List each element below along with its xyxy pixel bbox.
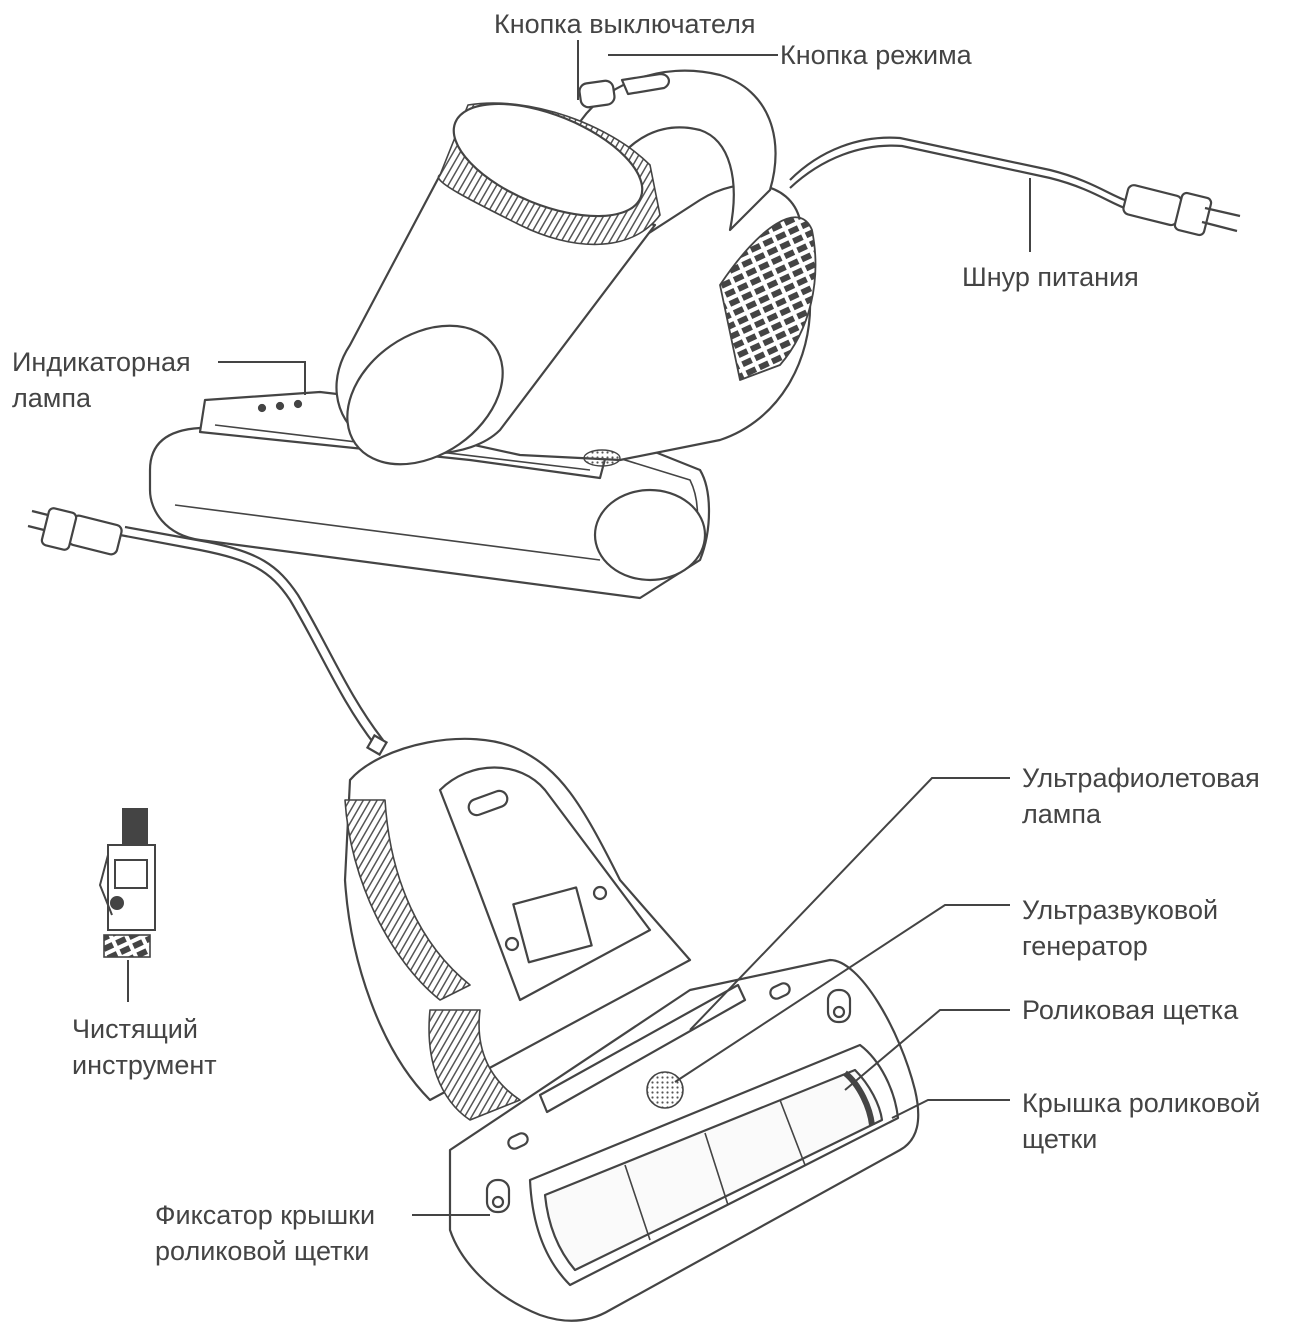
indicator-dot-2 bbox=[275, 401, 285, 411]
bottom-power-cord bbox=[27, 507, 389, 757]
top-power-cord bbox=[789, 136, 1241, 237]
label-uv-lamp-line2: лампа bbox=[1022, 799, 1101, 829]
label-cover-latch-line1: Фиксатор крышки bbox=[155, 1200, 376, 1230]
leader-roller-brush bbox=[844, 1009, 1010, 1091]
bottom-plug-head bbox=[40, 507, 78, 551]
top-plug-body bbox=[1122, 184, 1183, 227]
label-mode-button: Кнопка режима bbox=[780, 37, 972, 73]
indicator-dot-3 bbox=[293, 399, 303, 409]
leader-ultrasonic bbox=[674, 904, 1010, 1083]
label-cover-latch: Фиксатор крышки роликовой щетки bbox=[155, 1197, 375, 1269]
label-power-button: Кнопка выключателя bbox=[494, 6, 756, 42]
label-cleaning-tool-line2: инструмент bbox=[72, 1050, 217, 1080]
cleaning-tool-bristles-bottom bbox=[103, 934, 151, 958]
label-indicator-lamp-line2: лампа bbox=[12, 383, 91, 413]
label-cover-latch-line2: роликовой щетки bbox=[155, 1236, 370, 1266]
mode-button-shape bbox=[620, 72, 670, 96]
label-ultrasonic-line2: генератор bbox=[1022, 931, 1148, 961]
label-ultrasonic-line1: Ультразвуковой bbox=[1022, 895, 1219, 925]
ultrasonic-grille bbox=[646, 1071, 684, 1109]
label-indicator-lamp: Индикаторная лампа bbox=[12, 344, 191, 416]
cleaning-tool-bristles-top bbox=[122, 808, 148, 846]
leader-lines bbox=[127, 40, 1031, 1216]
uv-lamp-window bbox=[538, 983, 747, 1114]
label-indicator-lamp-line1: Индикаторная bbox=[12, 347, 191, 377]
leader-brush-cover bbox=[891, 1099, 1010, 1119]
label-roller-brush-text: Роликовая щетка bbox=[1022, 995, 1239, 1025]
bottom-mesh-band bbox=[344, 799, 471, 1001]
label-power-button-text: Кнопка выключателя bbox=[494, 9, 756, 39]
roller-brush bbox=[543, 1068, 884, 1272]
label-cleaning-tool-line1: Чистящий bbox=[72, 1014, 198, 1044]
top-dust-cup-bottom bbox=[346, 324, 504, 466]
top-vent-panel bbox=[719, 216, 817, 381]
label-roller-brush-cover: Крышка роликовой щетки bbox=[1022, 1085, 1260, 1157]
bottom-device bbox=[343, 737, 920, 1322]
label-power-cord-text: Шнур питания bbox=[962, 262, 1139, 292]
bottom-label-plate bbox=[512, 886, 593, 964]
label-ultrasonic-generator: Ультразвуковой генератор bbox=[1022, 892, 1218, 964]
label-brush-cover-line1: Крышка роликовой bbox=[1022, 1088, 1261, 1118]
cleaning-tool bbox=[98, 808, 156, 958]
top-filter-rim bbox=[452, 102, 644, 218]
label-uv-lamp: Ультрафиолетовая лампа bbox=[1022, 760, 1260, 832]
top-device bbox=[148, 69, 817, 600]
leader-indicator-lamp bbox=[218, 361, 306, 395]
top-plug-head bbox=[1173, 191, 1213, 237]
bottom-mesh-lower bbox=[428, 1009, 521, 1121]
top-head-end-cap bbox=[593, 488, 707, 582]
power-button-shape bbox=[578, 79, 616, 109]
label-brush-cover-line2: щетки bbox=[1022, 1124, 1098, 1154]
label-uv-lamp-line1: Ультрафиолетовая bbox=[1022, 763, 1260, 793]
bottom-handle-underside bbox=[438, 766, 652, 1002]
label-power-cord: Шнур питания bbox=[962, 259, 1139, 295]
label-mode-button-text: Кнопка режима bbox=[780, 40, 972, 70]
top-ultrasonic-grille bbox=[583, 449, 621, 467]
bottom-handle-slot bbox=[467, 789, 509, 817]
leader-uv-lamp bbox=[689, 777, 1010, 1031]
label-cleaning-tool: Чистящий инструмент bbox=[72, 1011, 217, 1083]
label-roller-brush: Роликовая щетка bbox=[1022, 992, 1238, 1028]
indicator-dot-1 bbox=[257, 403, 267, 413]
